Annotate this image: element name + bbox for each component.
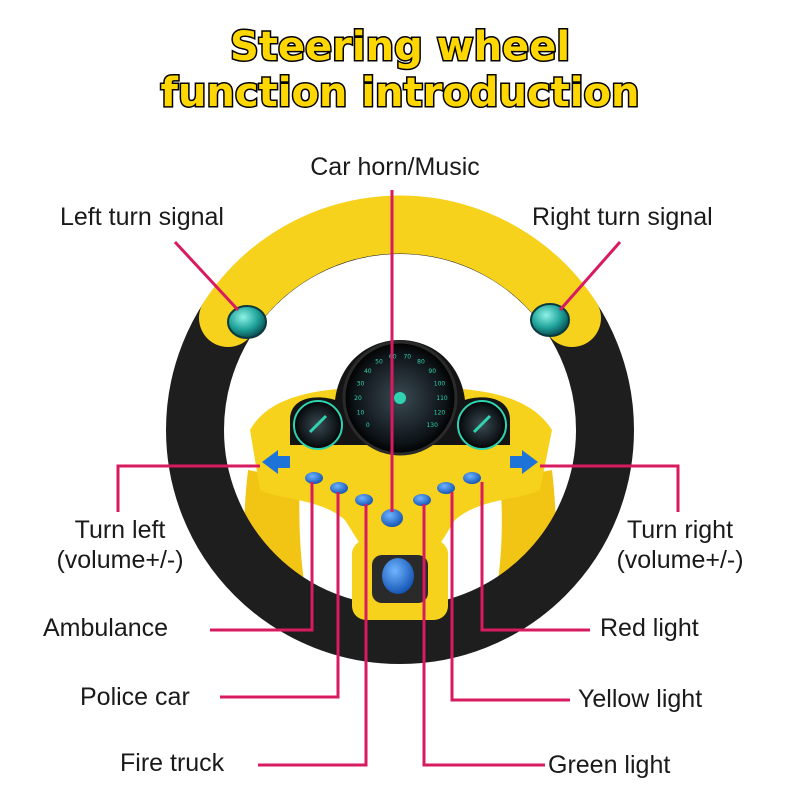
callout-turn-left <box>116 464 260 512</box>
gauge-tick-90: 90 <box>428 368 436 375</box>
callout-yellow <box>450 492 570 702</box>
callout-police <box>220 492 340 699</box>
label-green-light: Green light <box>548 751 671 779</box>
red-light-button[interactable] <box>463 472 481 484</box>
title-line-1: Steering wheel <box>230 24 570 70</box>
gauge-tick-80: 80 <box>417 359 425 366</box>
callout-green <box>422 504 545 767</box>
turn-left-button[interactable] <box>262 450 290 474</box>
callout-right-signal <box>558 241 622 311</box>
fire-truck-button[interactable] <box>355 494 373 506</box>
label-police-car: Police car <box>80 683 190 711</box>
gauge-tick-30: 30 <box>357 381 365 388</box>
horn-button[interactable] <box>381 509 403 527</box>
gauge-tick-10: 10 <box>357 409 365 416</box>
label-right-turn-signal: Right turn signal <box>532 203 713 231</box>
label-left-turn-signal: Left turn signal <box>60 203 224 231</box>
label-yellow-light: Yellow light <box>578 685 703 713</box>
wheel-rim-yellow <box>199 195 601 347</box>
callout-fire <box>258 504 368 767</box>
label-horn: Car horn/Music <box>310 153 480 181</box>
gauge-center <box>394 392 406 404</box>
left-gauge-needle <box>308 414 328 434</box>
label-turn-left-1: Turn left <box>74 516 166 544</box>
turn-right-button[interactable] <box>510 450 538 474</box>
right-turn-signal-button[interactable] <box>530 303 570 337</box>
gear-knob <box>382 558 414 594</box>
callout-lines <box>116 190 680 767</box>
title-line-2: function introduction <box>161 70 640 116</box>
label-ambulance: Ambulance <box>43 614 169 642</box>
gauge-tick-130: 130 <box>426 422 438 429</box>
green-light-button[interactable] <box>413 494 431 506</box>
yellow-light-button[interactable] <box>437 482 455 494</box>
label-turn-right-2: (volume+/-) <box>616 546 744 574</box>
gauge-tick-100: 100 <box>434 381 446 388</box>
ambulance-button[interactable] <box>305 472 323 484</box>
label-turn-left-2: (volume+/-) <box>56 546 184 574</box>
callout-ambulance <box>210 482 314 632</box>
gauge-tick-120: 120 <box>434 409 446 416</box>
callout-turn-right <box>540 464 680 512</box>
label-red-light: Red light <box>600 614 699 642</box>
gauge-tick-110: 110 <box>436 395 448 402</box>
label-turn-right-1: Turn right <box>626 516 734 544</box>
gauge-tick-0: 0 <box>366 422 370 429</box>
right-gauge-needle <box>472 414 492 434</box>
left-turn-signal-button[interactable] <box>227 305 267 339</box>
callout-left-signal <box>173 240 240 312</box>
police-button[interactable] <box>330 482 348 494</box>
callout-red <box>480 482 590 632</box>
gauge-tick-50: 50 <box>375 359 383 366</box>
gauge-tick-20: 20 <box>354 395 362 402</box>
label-fire-truck: Fire truck <box>120 749 225 777</box>
gauge-tick-40: 40 <box>364 368 372 375</box>
gauge-tick-70: 70 <box>403 354 411 361</box>
